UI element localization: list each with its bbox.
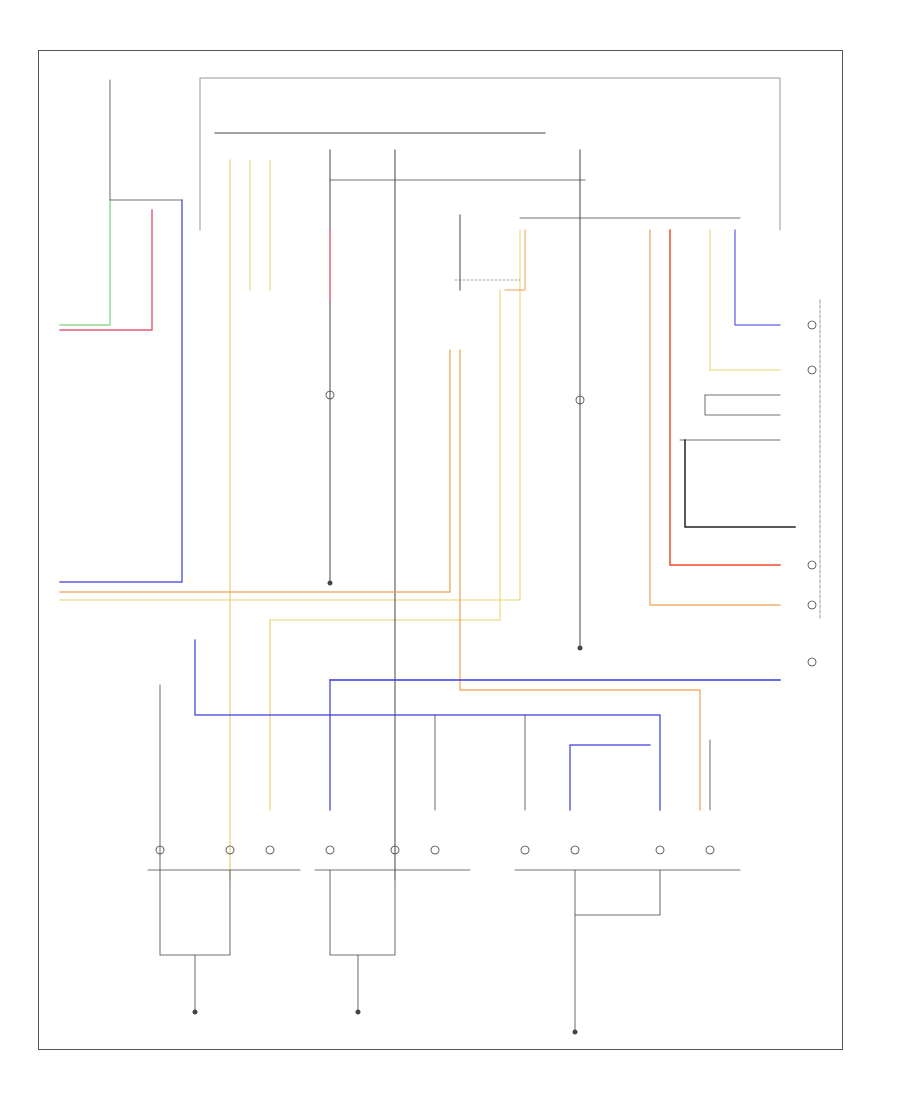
- ground-wire-center: [329, 869, 396, 956]
- ground-wire-left: [159, 869, 231, 956]
- ground-symbol-right: [572, 1029, 578, 1035]
- lamp-symbol-3: [265, 845, 275, 855]
- wire-yellow-5: [269, 289, 501, 621]
- wire-blue-h3: [569, 744, 651, 811]
- lamp-symbol-17: [807, 657, 817, 667]
- ground-symbol-left: [192, 1009, 198, 1015]
- lamp-symbol-16: [807, 600, 817, 610]
- wire-green-left: [59, 199, 111, 326]
- wire-black-right-2: [704, 394, 781, 416]
- ground-symbol-center: [355, 1009, 361, 1015]
- lamp-symbol-12: [575, 395, 585, 405]
- wire-orange-1: [59, 349, 451, 593]
- lamp-symbol-2: [225, 845, 235, 855]
- wire-black-module: [109, 79, 183, 201]
- wire-orange-2: [459, 349, 701, 811]
- lamp-symbol-9: [655, 845, 665, 855]
- lamp-symbol-13: [807, 320, 817, 330]
- wire-blue-h2: [194, 639, 661, 811]
- diagram-border: [38, 50, 843, 1050]
- wire-blue-left: [59, 199, 183, 583]
- wire-orange-red: [669, 229, 781, 566]
- lamp-symbol-5: [390, 845, 400, 855]
- ground-symbol-upper: [327, 580, 333, 586]
- wire-orange-top: [504, 229, 526, 291]
- lamp-symbol-8: [570, 845, 580, 855]
- lamp-symbol-10: [705, 845, 715, 855]
- ground-bar-right: [574, 869, 661, 916]
- lamp-symbol-7: [520, 845, 530, 855]
- wire-blue-right: [734, 229, 781, 326]
- lamp-symbol-14: [807, 365, 817, 375]
- wire-red-left: [59, 209, 153, 331]
- ground-symbol-mid: [577, 645, 583, 651]
- wire-yellow-right: [709, 229, 781, 371]
- lamp-symbol-4: [325, 845, 335, 855]
- wire-orange-3: [649, 229, 781, 606]
- lamp-symbol-6: [430, 845, 440, 855]
- relay-box: [684, 439, 796, 528]
- lamp-symbol-11: [325, 390, 335, 400]
- lamp-symbol-1: [155, 845, 165, 855]
- lamp-symbol-15: [807, 560, 817, 570]
